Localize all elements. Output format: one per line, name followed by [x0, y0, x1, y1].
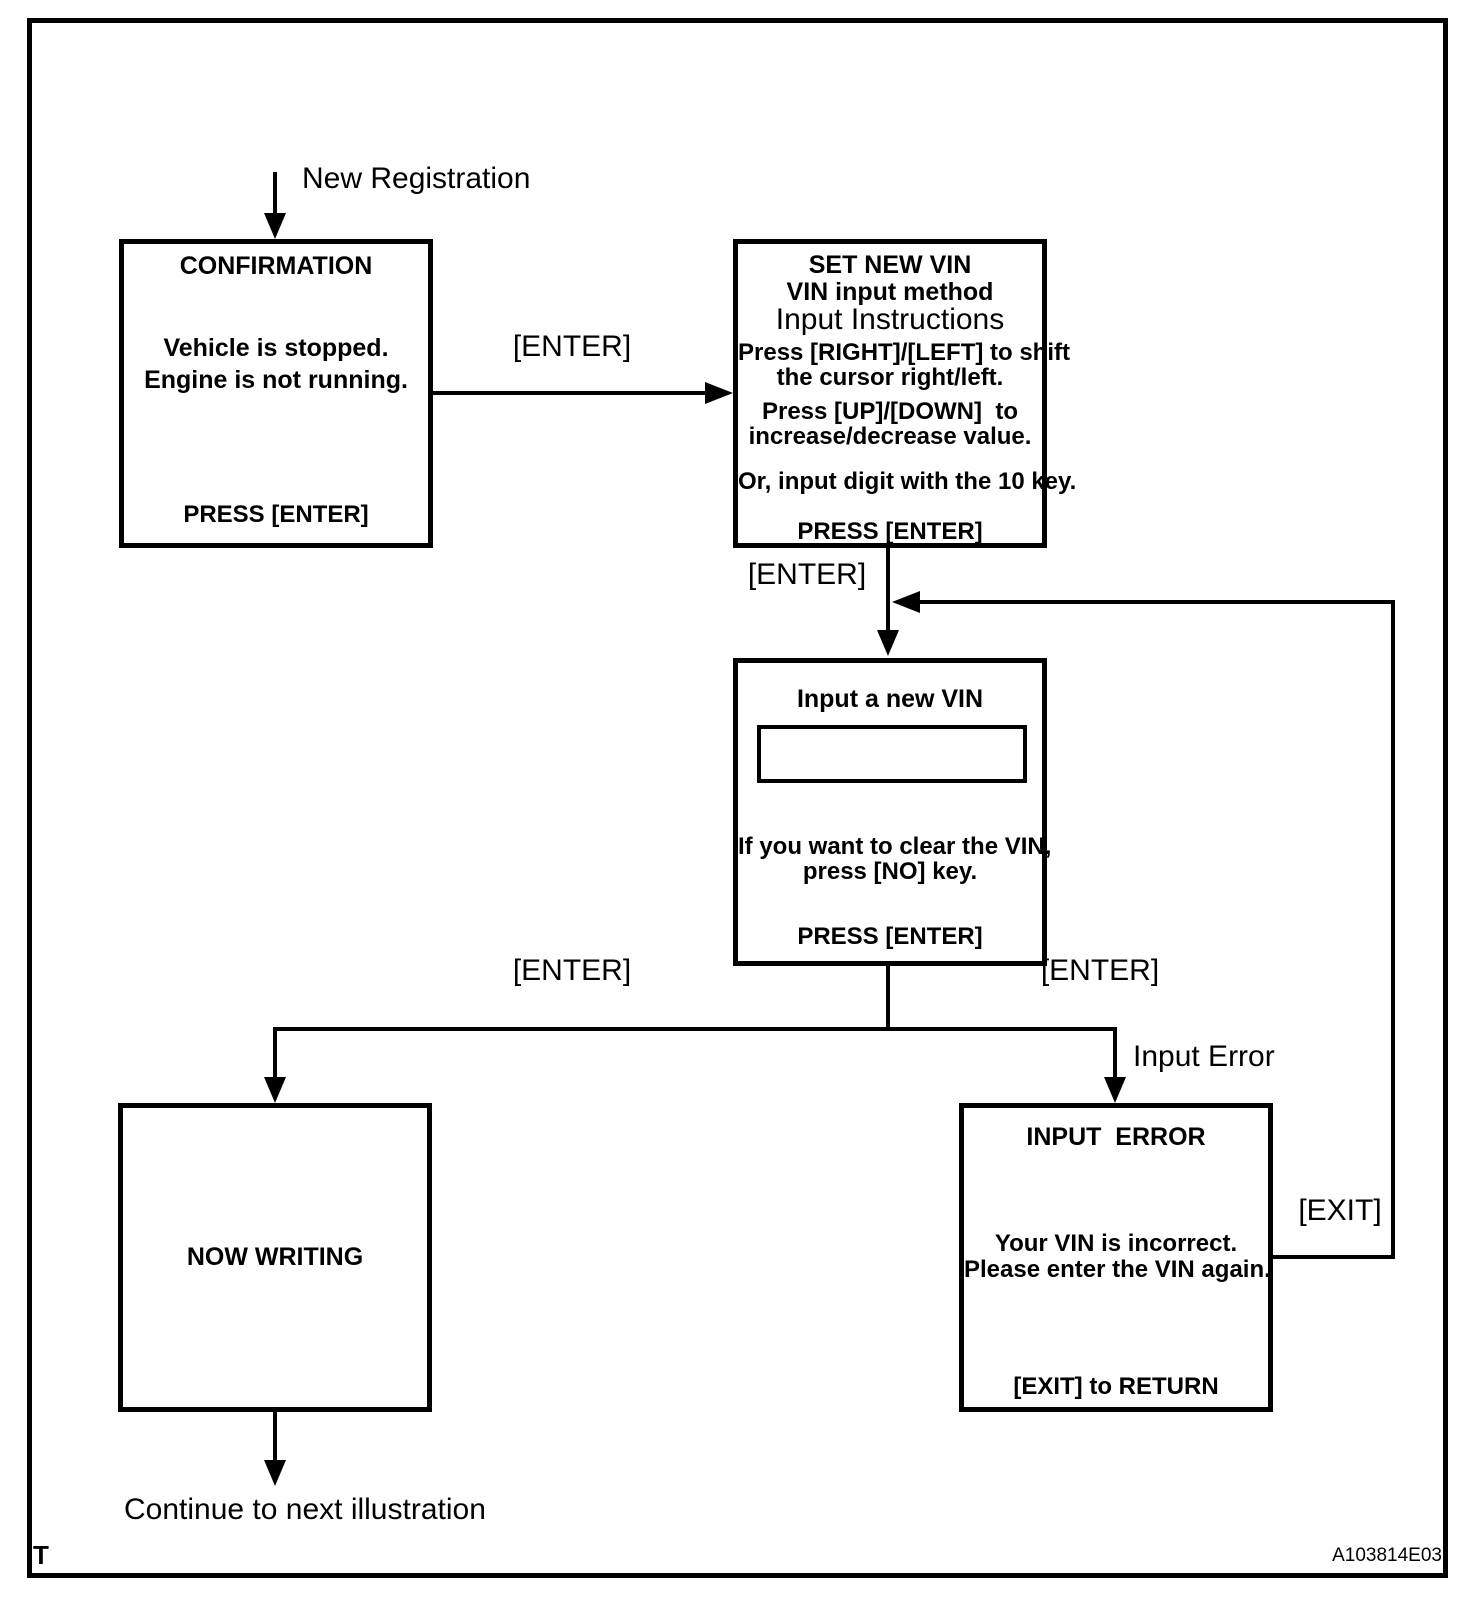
branch-horizontal-line [273, 1027, 1117, 1031]
box-confirmation-line: Engine is not running. [144, 366, 408, 394]
arrow-down-icon [264, 1077, 286, 1103]
box-input-vin-line: press [NO] key. [802, 858, 978, 885]
start-arrow-line [273, 172, 277, 217]
footer-left-mark: T [33, 1540, 49, 1570]
label-enter-left: [ENTER] [512, 954, 632, 987]
return-line-right [1391, 600, 1395, 1259]
box-set-new-vin-footer: PRESS [ENTER] [797, 518, 983, 545]
page-border [27, 18, 1448, 1578]
box-input-error-title: INPUT ERROR [1026, 1123, 1206, 1151]
box-confirmation-footer: PRESS [ENTER] [183, 501, 369, 528]
connector-line [433, 391, 705, 395]
branch-stem-line [886, 966, 890, 1031]
box-confirmation-title: CONFIRMATION [179, 252, 373, 280]
box-set-new-vin-line: increase/decrease value. [748, 423, 1032, 450]
continue-line [273, 1412, 277, 1462]
branch-right-line [1113, 1027, 1117, 1079]
box-confirmation: CONFIRMATION Vehicle is stopped. Engine … [119, 239, 433, 548]
box-now-writing-title: NOW WRITING [186, 1243, 364, 1271]
box-set-new-vin-line: Press [UP]/[DOWN] to [761, 398, 1018, 425]
label-enter-right: [ENTER] [1040, 954, 1160, 987]
return-line-top [918, 600, 1395, 604]
arrow-down-icon [264, 213, 286, 239]
box-set-new-vin-title: SET NEW VIN [808, 251, 972, 279]
box-input-error: INPUT ERROR Your VIN is incorrect. Pleas… [959, 1103, 1273, 1412]
arrow-down-icon [264, 1460, 286, 1486]
label-enter-top: [ENTER] [512, 330, 632, 363]
exit-line [1273, 1255, 1395, 1259]
box-set-new-vin-line: Or, input digit with the 10 key. [738, 468, 1077, 495]
box-input-vin: Input a new VIN If you want to clear the… [733, 658, 1052, 966]
box-input-vin-title: Input a new VIN [796, 685, 984, 713]
label-exit: [EXIT] [1298, 1194, 1382, 1227]
figure-code: A103814E03 [1332, 1545, 1442, 1566]
box-confirmation-line: Vehicle is stopped. [163, 334, 389, 362]
label-continue: Continue to next illustration [124, 1493, 486, 1526]
box-set-new-vin-heading: Input Instructions [775, 303, 1005, 336]
connector-line [886, 548, 890, 632]
box-input-vin-footer: PRESS [ENTER] [797, 923, 983, 950]
label-new-registration: New Registration [302, 162, 531, 195]
vin-input-field [757, 725, 1027, 783]
box-now-writing: NOW WRITING [118, 1103, 432, 1412]
label-enter-mid: [ENTER] [747, 558, 867, 591]
box-set-new-vin: SET NEW VIN VIN input method Input Instr… [733, 239, 1077, 548]
box-input-vin-line: If you want to clear the VIN, [738, 833, 1052, 860]
arrow-left-icon [892, 591, 920, 613]
box-set-new-vin-subtitle: VIN input method [786, 278, 994, 306]
branch-left-line [273, 1027, 277, 1079]
box-set-new-vin-line: Press [RIGHT]/[LEFT] to shift [738, 339, 1070, 366]
label-input-error: Input Error [1133, 1040, 1275, 1073]
arrow-down-icon [1104, 1077, 1126, 1103]
box-set-new-vin-line: the cursor right/left. [776, 364, 1004, 391]
arrow-right-icon [705, 382, 733, 404]
arrow-down-icon [877, 630, 899, 656]
box-input-error-footer: [EXIT] to RETURN [1013, 1373, 1219, 1400]
box-input-error-line: Your VIN is incorrect. [994, 1230, 1238, 1257]
box-input-error-line: Please enter the VIN again. [964, 1256, 1271, 1283]
